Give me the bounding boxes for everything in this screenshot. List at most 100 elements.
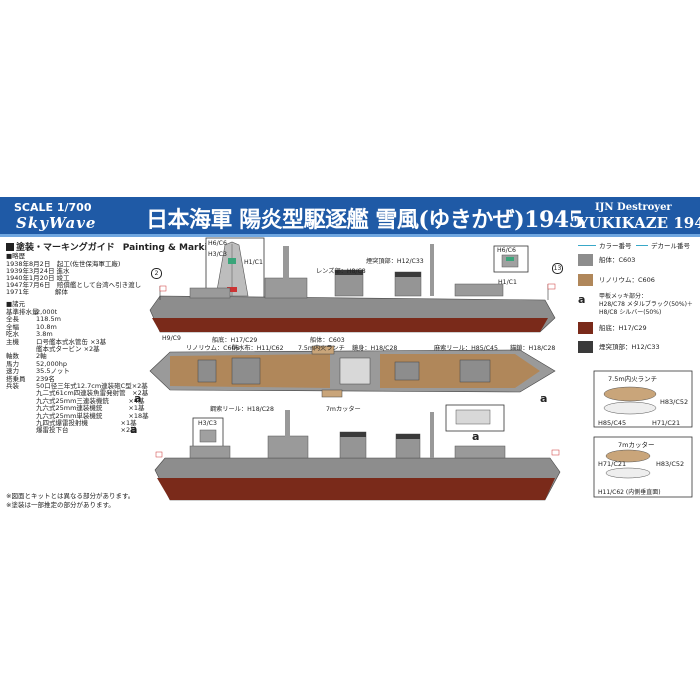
history-item: 1971年 解体 <box>6 288 69 296</box>
note-1: ※図面とキットとは異なる部分があります。 <box>6 492 135 500</box>
callout-hull-bottom: 船底：H17/C29 <box>212 337 258 344</box>
swatch-hull: 船体：C603 <box>578 254 635 266</box>
callout-cutter: 7mカッター <box>326 406 361 413</box>
spec-row: 吃水 3.8m <box>6 330 53 338</box>
spec-row: 基準排水量2,000t <box>6 308 57 316</box>
spec-key: 基準排水量 <box>6 308 39 316</box>
spec-key: 全長 <box>6 315 19 324</box>
spec-row: 九六式25mm三連装機銃 ×4基 <box>6 397 145 405</box>
spec-row: 馬力 52,000hp <box>6 360 67 368</box>
history-item: 1940年1月20日 竣工 <box>6 274 70 282</box>
title-banner <box>0 197 700 235</box>
callout-mast-h1c1: H1/C1 <box>244 259 263 266</box>
spec-value: 九六式25mm三連装機銃 ×4基 <box>36 396 145 405</box>
spec-row: 搭乗員 239名 <box>6 375 55 383</box>
subtitle-en: IJN Destroyer <box>595 202 672 213</box>
side-profile-lower <box>154 410 561 501</box>
spec-value: 52,000hp <box>36 359 67 368</box>
note-2: ※塗装は一部推定の部分があります。 <box>6 501 115 509</box>
callout-hemp-reel: 麻索リール：H85/C45 <box>434 345 498 352</box>
page-title: 日本海軍 陽炎型駆逐艦 雪風(ゆきかぜ)1945 <box>146 207 584 233</box>
spec-key: 搭乗員 <box>6 374 26 383</box>
legend-color-number: カラー番号 <box>578 240 632 250</box>
callout-mast-h3c3: H3/C3 <box>208 251 227 258</box>
callout-mirror: 鏡身：H18/C28 <box>352 345 398 352</box>
spec-row: 兵装 50口径三年式12.7cm連装砲C型×2基 <box>6 382 148 390</box>
specs-heading: ■諸元 <box>6 300 26 308</box>
cutter-title: 7mカッター <box>618 441 655 449</box>
callout-hull: 船体：C603 <box>310 337 345 344</box>
decal-marker-2: 2 <box>151 268 162 279</box>
brand-logo: SkyWave <box>16 214 97 232</box>
callout-funnel-top: 煙突頂部：H12/C33 <box>366 258 424 265</box>
spec-key: 主機 <box>6 337 19 346</box>
square-bullet-icon <box>6 243 14 251</box>
spec-value: 35.5ノット <box>36 367 70 376</box>
callout-canvas: 防水布：H11/C62 <box>232 345 284 352</box>
scale-label: SCALE 1/700 <box>14 201 92 214</box>
decal-marker-13: 13 <box>552 263 563 274</box>
cutter-label-3: H11/C62 (内側垂直面) <box>598 489 661 496</box>
section-heading: 塗装・マーキングガイド Painting & Marking <box>6 240 220 253</box>
spec-value: 艦本式タービン ×2基 <box>36 345 100 353</box>
side-profile-upper <box>149 244 556 333</box>
swatch-linoleum: リノリウム：C606 <box>578 274 655 286</box>
launch-label-1: H83/C52 <box>660 398 689 406</box>
spec-row: 九四式爆雷投射機 ×1基 <box>6 419 137 427</box>
callout-anchor-chain: 錨鎖：H18/C28 <box>510 345 556 352</box>
callout-lens: レンズ部：H8/C8 <box>316 268 366 275</box>
spec-key: 吃水 <box>6 330 19 339</box>
mark-a-left-2: a <box>130 423 138 436</box>
spec-value: 239名 <box>36 374 55 383</box>
callout-launch: 7.5m内火ランチ <box>298 345 345 352</box>
callout-steel-reel: 鋼索リール：H18/C28 <box>210 406 274 413</box>
spec-row: 爆雷投下台 ×2基 <box>6 426 137 434</box>
mark-a-detail: a <box>472 430 480 443</box>
history-heading: ■略歴 <box>6 252 26 260</box>
spec-value: 3.8m <box>36 330 53 339</box>
spec-row: 九二式61cm四連装魚雷発射管 ×2基 <box>6 389 148 397</box>
spec-value: 九四式爆雷投射機 ×1基 <box>36 419 137 427</box>
spec-key: 速力 <box>6 367 19 376</box>
spec-row: 軸数 2軸 <box>6 352 47 360</box>
section-title-jp: 塗装・マーキングガイド <box>16 243 115 253</box>
launch-label-2: H85/C45 <box>598 419 627 427</box>
spec-value: 50口径三年式12.7cm連装砲C型×2基 <box>36 382 148 390</box>
spec-row: 全長 118.5m <box>6 315 61 323</box>
spec-key: 馬力 <box>6 359 19 368</box>
launch-label-3: H71/C21 <box>652 419 681 427</box>
mark-a-right: a <box>540 392 548 405</box>
title-en: "YUKIKAZE 1945" <box>570 214 700 232</box>
spec-row: 速力 35.5ノット <box>6 367 70 375</box>
callout-detail-h6c6: H6/C6 <box>497 247 516 254</box>
spec-value: 118.5m <box>36 315 61 324</box>
spec-value: 10.8m <box>36 322 57 331</box>
callout-bridge-h3c3: H3/C3 <box>198 420 217 427</box>
history-item: 1947年7月6日 賠償艦として台湾へ引き渡し <box>6 281 142 289</box>
spec-key: 兵装 <box>6 382 19 390</box>
spec-key: 軸数 <box>6 352 19 361</box>
banner-stripe <box>0 234 700 237</box>
spec-value: 2軸 <box>36 352 47 361</box>
spec-row: 艦本式タービン ×2基 <box>6 345 100 353</box>
cutter-label-2: H83/C52 <box>656 460 685 468</box>
spec-value: 九二式61cm四連装魚雷発射管 ×2基 <box>36 389 149 398</box>
swatch-funnel-top: 煙突頂部：H12/C33 <box>578 341 660 353</box>
mark-a-left: a <box>134 392 142 405</box>
callout-mast-h6c6: H6/C6 <box>208 240 227 247</box>
cutter-label-1: H71/C21 <box>598 460 627 468</box>
history-item: 1938年8月2日 起工(佐世保海軍工廠) <box>6 260 121 268</box>
top-view <box>149 345 556 398</box>
history-item: 1939年3月24日 進水 <box>6 267 70 275</box>
spec-row: 主機ロ号艦本式水管缶 ×3基 <box>6 338 106 346</box>
section-title-en: Painting & Marking <box>122 243 221 253</box>
callout-h9c9: H9/C9 <box>162 335 181 342</box>
spec-row: 九六式25mm単装機銃 ×18基 <box>6 412 149 420</box>
spec-value: 九六式25mm単装機銃 ×18基 <box>36 411 149 420</box>
spec-row: 九六式25mm連装機銃 ×1基 <box>6 404 145 412</box>
spec-value: 爆雷投下台 ×2基 <box>36 426 137 435</box>
spec-value: 2,000t <box>36 308 58 316</box>
launch-title: 7.5m内火ランチ <box>608 375 658 383</box>
